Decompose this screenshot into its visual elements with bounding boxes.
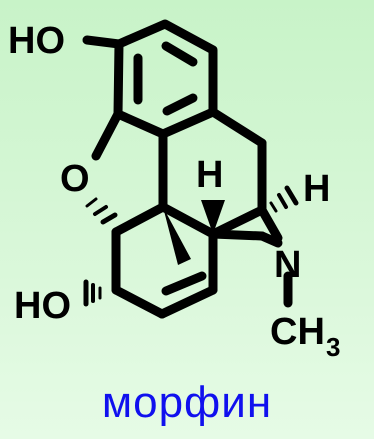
hash-o-c5-1 [85, 197, 98, 208]
bond-c14-c15 [208, 229, 267, 241]
hash-o-c5-3 [100, 212, 118, 225]
double-bond-inner [161, 271, 207, 296]
bond-ho-top [82, 35, 124, 49]
bond-c7-c8 [157, 285, 218, 319]
label-h-center: H [196, 154, 223, 196]
bond-c13-c5 [111, 202, 168, 237]
bond-lines [82, 19, 293, 319]
label-h-right: H [303, 168, 330, 210]
molecule-name: морфин [101, 378, 273, 427]
bond-c9-n [257, 205, 283, 243]
bond-c-o-upper [91, 109, 123, 161]
label-ho-bottom: HO [14, 285, 71, 327]
aromatic-inner-bond-1 [161, 41, 198, 67]
aromatic-inner-bond-2 [162, 93, 198, 116]
wedge-bond-h-center [201, 200, 225, 234]
label-ho-top: HO [8, 20, 65, 62]
bond-c6-c7 [111, 285, 167, 319]
bond-c15-n [257, 231, 283, 248]
bond-c10-c9-a [208, 107, 267, 148]
wedge-bond-c13 [163, 207, 191, 265]
hash-o-c5-2 [93, 205, 108, 216]
hashed-bonds [83, 185, 299, 307]
label-ch3-subscript: 3 [326, 332, 340, 362]
label-oxygen: O [60, 158, 90, 200]
hash-c9-h-2 [277, 193, 288, 209]
bond-c14-c13 [158, 202, 218, 239]
label-nitrogen: N [274, 244, 301, 286]
aromatic-ring [113, 19, 218, 139]
hash-c9-h-1 [269, 201, 278, 213]
hash-c9-h-3 [284, 185, 299, 206]
morphine-structure: HO O H H N HO CH 3 [8, 19, 340, 362]
label-ch3: CH [270, 311, 325, 353]
